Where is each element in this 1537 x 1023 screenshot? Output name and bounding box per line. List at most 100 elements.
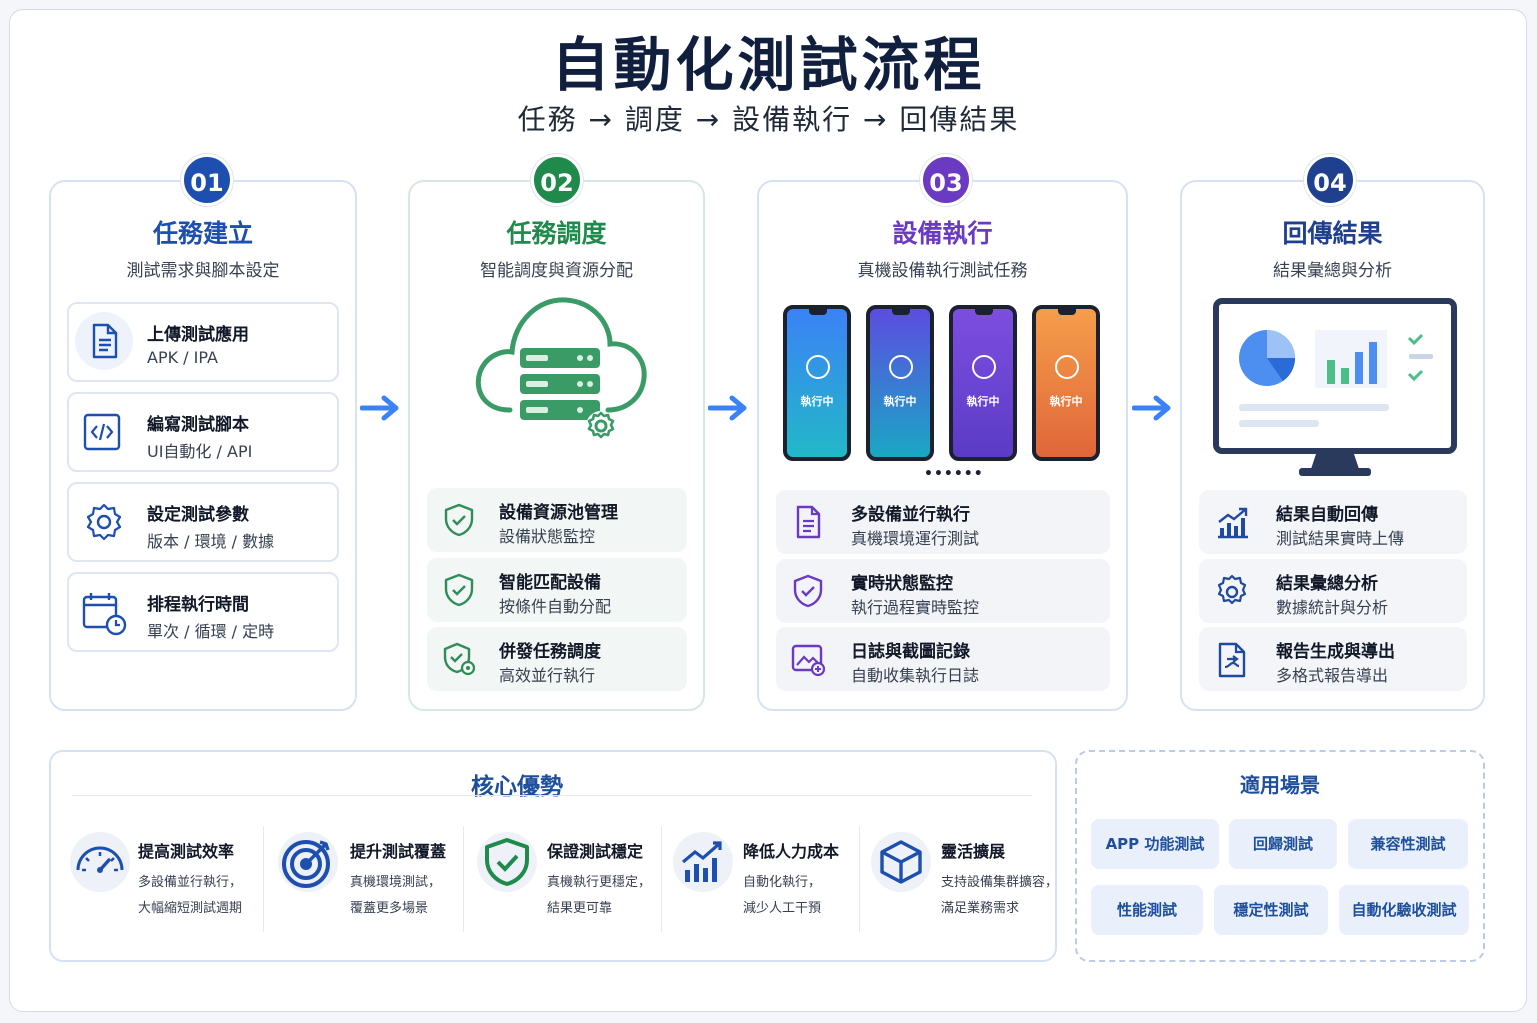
step-3-subtitle: 真機設備執行測試任務: [857, 261, 1028, 281]
step-1-card-upload-app: 上傳測試應用 APK / IPA: [67, 302, 339, 382]
step-1-badge: 01: [181, 154, 233, 206]
advantage-separator: [263, 826, 264, 932]
step-4-title: 回傳結果: [1282, 219, 1383, 248]
card-title: 結果自動回傳: [1276, 505, 1378, 525]
step-3-card-monitor: 實時狀態監控 執行過程實時監控: [776, 559, 1110, 623]
step-2-panel: [408, 180, 705, 711]
card-desc: 數據統計與分析: [1276, 598, 1389, 617]
advantage-separator: [463, 826, 464, 932]
advantage-title: 降低人力成本: [743, 842, 840, 861]
card-title: 實時狀態監控: [851, 574, 953, 594]
loading-ring-icon: [972, 355, 996, 379]
advantage-desc: 真機環境測試，覆蓋更多場景: [350, 875, 442, 916]
card-title: 設備資源池管理: [499, 503, 618, 523]
device-phone-2: 執行中: [866, 305, 934, 461]
step-1-card-schedule: 排程執行時間 單次 / 循環 / 定時: [67, 572, 339, 652]
calendar-clock-icon: [75, 582, 133, 640]
step-3-badge: 03: [920, 154, 972, 206]
cube-icon: [871, 832, 931, 892]
gear-icon: [75, 492, 133, 550]
advantage-stability: 保證測試穩定 真機執行更穩定，結果更可靠: [477, 826, 657, 934]
document-icon: [790, 504, 826, 540]
device-phone-3: 執行中: [949, 305, 1017, 461]
shield-gear-icon: [441, 641, 477, 677]
device-status: 執行中: [883, 395, 917, 408]
gear-icon: [1213, 573, 1251, 611]
card-desc: UI自動化 / API: [147, 442, 253, 461]
advantage-coverage: 提升測試覆蓋 真機環境測試，覆蓋更多場景: [278, 826, 458, 934]
step-3-card-logs: 日誌與截圖記錄 自動收集執行日誌: [776, 627, 1110, 691]
card-desc: 自動收集執行日誌: [851, 666, 980, 685]
card-title: 日誌與截圖記錄: [851, 642, 970, 662]
advantage-desc: 自動化執行，減少人工干預: [743, 875, 822, 916]
card-title: 上傳測試應用: [147, 325, 249, 345]
step-1-card-write-script: 編寫測試腳本 UI自動化 / API: [67, 392, 339, 472]
card-title: 併發任務調度: [499, 642, 601, 662]
advantage-desc: 多設備並行執行，大幅縮短測試週期: [138, 875, 243, 916]
advantage-title: 保證測試穩定: [547, 842, 644, 861]
scenarios-title: 適用場景: [1240, 773, 1320, 797]
card-desc: 多格式報告導出: [1276, 666, 1389, 685]
step-3-title: 設備執行: [892, 219, 993, 248]
image-log-icon: [790, 641, 826, 677]
page-subtitle: 任務 → 調度 → 設備執行 → 回傳結果: [517, 103, 1020, 136]
card-desc: 真機環境運行測試: [851, 529, 980, 548]
card-desc: 測試結果實時上傳: [1276, 529, 1405, 548]
speedometer-icon: [70, 832, 130, 892]
step-1-card-set-params: 設定測試參數 版本 / 環境 / 數據: [67, 482, 339, 562]
scenario-tag: 穩定性測試: [1214, 885, 1328, 935]
loading-ring-icon: [889, 355, 913, 379]
device-phone-1: 執行中: [783, 305, 851, 461]
card-title: 編寫測試腳本: [147, 415, 249, 435]
loading-ring-icon: [1055, 355, 1079, 379]
advantage-title: 提高測試效率: [138, 842, 235, 861]
step-4-card-report: 報告生成與導出 多格式報告導出: [1199, 627, 1467, 691]
device-phone-4: 執行中: [1032, 305, 1100, 461]
flow-arrow-1: [360, 395, 399, 421]
card-desc: 執行過程實時監控: [851, 598, 980, 617]
step-2-card-device-match: 智能匹配設備 按條件自動分配: [427, 558, 687, 622]
card-title: 多設備並行執行: [851, 505, 970, 525]
report-export-icon: [1213, 641, 1251, 679]
card-title: 結果彙總分析: [1276, 574, 1378, 594]
step-2-subtitle: 智能調度與資源分配: [480, 261, 633, 281]
step-2-badge: 02: [531, 154, 583, 206]
code-icon: [75, 402, 133, 460]
card-desc: 按條件自動分配: [499, 597, 612, 616]
device-status: 執行中: [966, 395, 1000, 408]
advantage-desc: 支持設備集群擴容，滿足業務需求: [941, 875, 1059, 916]
advantages-divider: [72, 795, 1032, 796]
step-2-card-concurrent: 併發任務調度 高效並行執行: [427, 627, 687, 691]
advantage-title: 靈活擴展: [941, 842, 1006, 861]
advantage-title: 提升測試覆蓋: [350, 842, 447, 861]
step-4-subtitle: 結果彙總與分析: [1273, 261, 1392, 281]
step-2-card-resource-pool: 設備資源池管理 設備狀態監控: [427, 488, 687, 552]
step-1-title: 任務建立: [152, 219, 253, 248]
card-title: 排程執行時間: [147, 595, 249, 615]
scenario-tag: 回歸測試: [1229, 819, 1337, 869]
advantage-separator: [859, 826, 860, 932]
card-desc: 單次 / 循環 / 定時: [147, 622, 275, 641]
step-4-card-analysis: 結果彙總分析 數據統計與分析: [1199, 559, 1467, 623]
shield-check-icon: [790, 573, 826, 609]
card-title: 報告生成與導出: [1276, 642, 1395, 662]
advantage-separator: [661, 826, 662, 932]
card-desc: APK / IPA: [147, 348, 218, 367]
chart-up-icon: [673, 832, 733, 892]
scenario-tag: 兼容性測試: [1348, 819, 1468, 869]
card-title: 設定測試參數: [147, 505, 249, 525]
flow-arrow-2: [708, 395, 747, 421]
scenario-tag: APP 功能測試: [1091, 819, 1219, 869]
advantage-cost: 降低人力成本 自動化執行，減少人工干預: [673, 826, 853, 934]
device-status: 執行中: [1049, 395, 1083, 408]
step-4-card-auto-return: 結果自動回傳 測試結果實時上傳: [1199, 490, 1467, 554]
device-status: 執行中: [800, 395, 834, 408]
cloud-server-icon: [475, 297, 647, 441]
card-desc: 設備狀態監控: [499, 527, 596, 546]
advantage-scalability: 靈活擴展 支持設備集群擴容，滿足業務需求: [871, 826, 1058, 934]
advantage-desc: 真機執行更穩定，結果更可靠: [547, 875, 652, 916]
card-title: 智能匹配設備: [499, 573, 601, 593]
monitor-dashboard-icon: [1213, 298, 1457, 476]
more-devices-indicator: ••••••: [924, 466, 984, 482]
advantage-efficiency: 提高測試效率 多設備並行執行，大幅縮短測試週期: [70, 826, 260, 934]
